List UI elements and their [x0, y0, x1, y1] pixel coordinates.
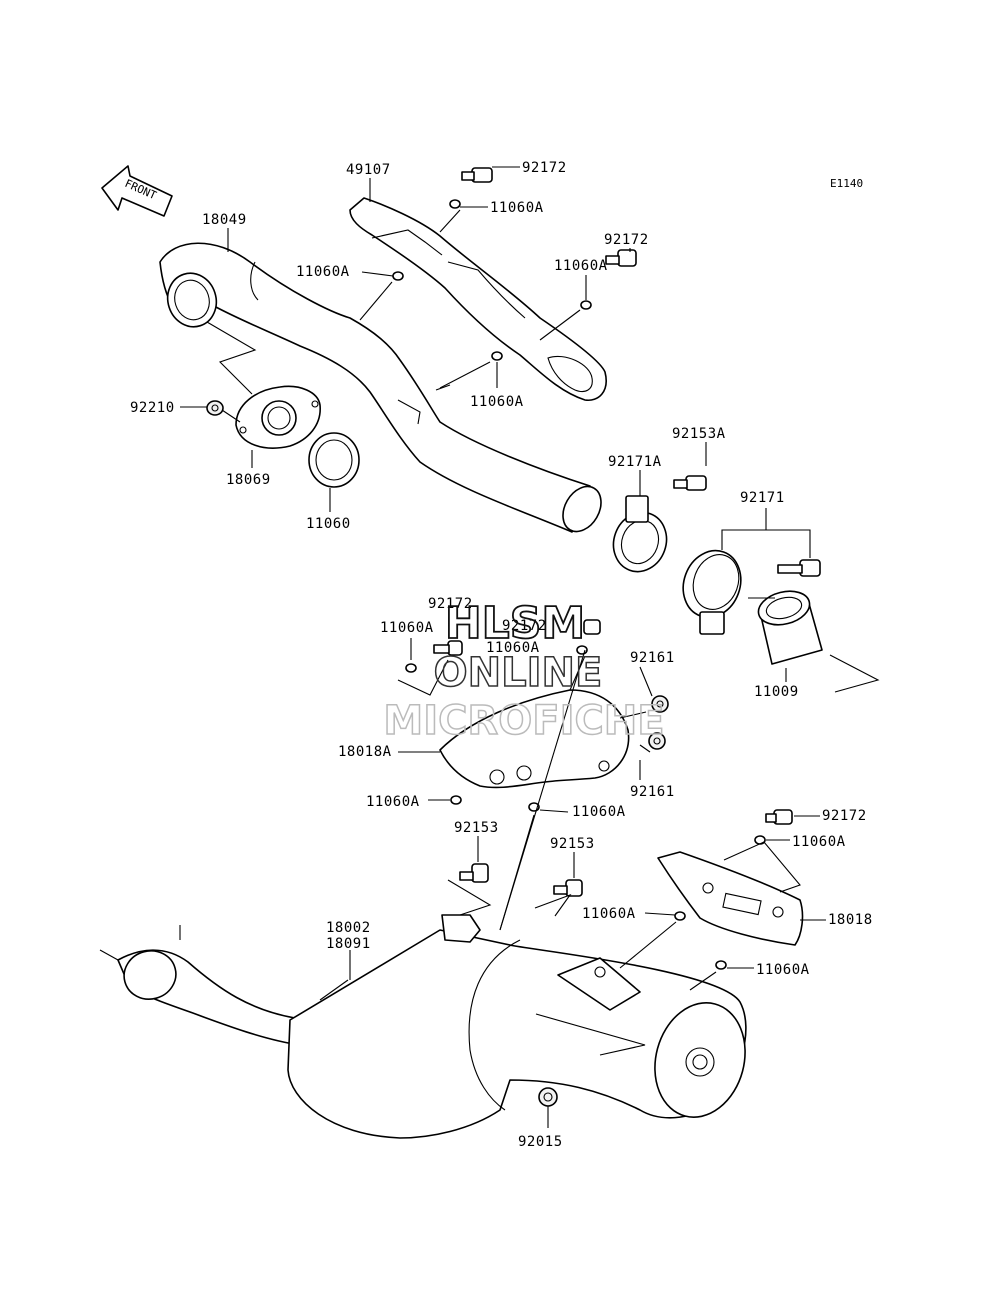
label-92161-bottom: 92161	[630, 784, 675, 800]
label-92210: 92210	[130, 400, 175, 416]
label-11060: 11060	[306, 516, 351, 532]
label-11060A-coverright: 11060A	[486, 640, 540, 656]
watermark: HLSM ONLINE MICROFICHE	[383, 597, 666, 745]
label-11060A-guardleft: 11060A	[582, 906, 636, 922]
label-92172-left: 92172	[428, 596, 473, 612]
label-18018A: 18018A	[338, 744, 392, 760]
grommet-92161-b	[648, 732, 666, 750]
label-11060A-coverleft: 11060A	[380, 620, 434, 636]
label-11060A-top: 11060A	[490, 200, 544, 216]
label-92171: 92171	[740, 490, 785, 506]
label-92153-a: 92153	[454, 820, 499, 836]
label-11060A-guardbottom: 11060A	[756, 962, 810, 978]
label-18018: 18018	[828, 912, 873, 928]
bolt-92172-right	[450, 619, 601, 812]
label-11009: 11009	[754, 684, 799, 700]
label-92161-top: 92161	[630, 650, 675, 666]
exhaust-pipe-18049	[159, 242, 602, 533]
bolt-92172-mid	[392, 249, 637, 361]
nut-92210	[206, 400, 224, 416]
grommet-92161-a	[651, 695, 669, 713]
bolt-92153-b	[553, 879, 583, 897]
label-11060A-coverbottom-right: 11060A	[572, 804, 626, 820]
watermark-line1: HLSM	[445, 598, 585, 649]
heat-guard-49107	[349, 197, 607, 401]
bolt-92153-a	[459, 863, 489, 883]
watermark-line3: MICROFICHE	[383, 698, 664, 744]
clamp-92171	[682, 549, 821, 635]
bolt-92172-lower	[674, 809, 793, 970]
label-11060A-mid: 11060A	[554, 258, 608, 274]
diagram-code: E1140	[830, 177, 863, 190]
label-92153A: 92153A	[672, 426, 726, 442]
label-92015: 92015	[518, 1134, 563, 1150]
label-11060A-lower: 11060A	[470, 394, 524, 410]
watermark-line2: ONLINE	[434, 650, 603, 696]
label-49107: 49107	[346, 162, 391, 178]
label-92172-lower: 92172	[822, 808, 867, 824]
label-92172-top: 92172	[522, 160, 567, 176]
label-11060A-coverbottom-left: 11060A	[366, 794, 420, 810]
heat-guard-18018	[657, 851, 804, 946]
gasket-11060	[308, 432, 360, 488]
label-92172-right: 92172	[502, 618, 547, 634]
leader-lines	[99, 166, 880, 1128]
label-18002: 18002	[326, 920, 371, 936]
flange-18069	[235, 385, 321, 449]
label-92171A: 92171A	[608, 454, 662, 470]
part-labels: 49107 92172 11060A 18049 11060A 92172 11…	[130, 160, 873, 1150]
heat-cover-18018A	[439, 689, 630, 789]
label-18049: 18049	[202, 212, 247, 228]
sleeve-11009	[757, 590, 823, 665]
muffler-18002	[117, 914, 747, 1139]
label-92172-mid: 92172	[604, 232, 649, 248]
label-18069: 18069	[226, 472, 271, 488]
bolt-92172-left	[405, 640, 463, 673]
clamp-92171A	[612, 475, 707, 573]
label-11060A-guardtop: 11060A	[792, 834, 846, 850]
label-92153-b: 92153	[550, 836, 595, 852]
label-18091: 18091	[326, 936, 371, 952]
nut-92015	[538, 1087, 558, 1107]
bolt-92172-top	[449, 167, 493, 209]
front-arrow-icon: FRONT	[101, 165, 173, 217]
label-11060A-left: 11060A	[296, 264, 350, 280]
